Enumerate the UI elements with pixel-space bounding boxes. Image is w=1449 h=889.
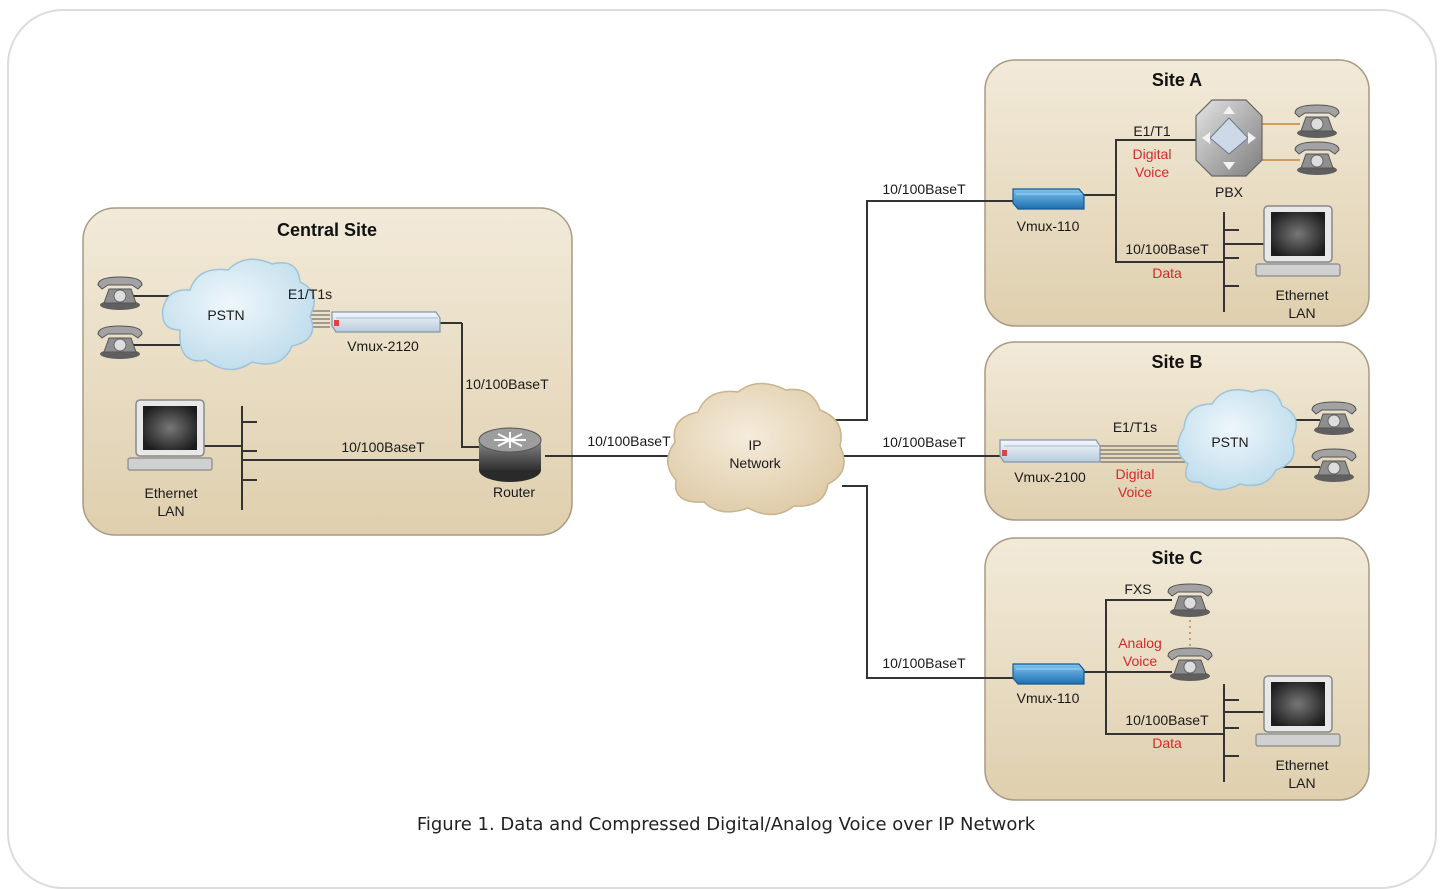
site-a-voice-label-1: Digital bbox=[1133, 146, 1172, 162]
site-c-uplink-label: 10/100BaseT bbox=[882, 655, 966, 671]
wan-links bbox=[545, 200, 1013, 679]
site-b-voice-label-2: Voice bbox=[1118, 484, 1152, 500]
site-c-lan-label-2: LAN bbox=[1288, 775, 1315, 791]
site-c-vmux-label: Vmux-110 bbox=[1017, 690, 1080, 706]
ip-network-cloud bbox=[667, 382, 845, 516]
site-b-e1t1s-label: E1/T1s bbox=[1113, 419, 1157, 435]
central-pc-icon bbox=[127, 399, 213, 471]
pbx-label: PBX bbox=[1215, 184, 1244, 200]
site-b-pstn-cloud bbox=[1177, 389, 1297, 491]
central-uplink-label: 10/100BaseT bbox=[465, 376, 549, 392]
site-c-links bbox=[1083, 599, 1264, 782]
router-icon bbox=[478, 427, 542, 482]
site-c-voice-label-1: Analog bbox=[1118, 635, 1162, 651]
router-ip-link-label: 10/100BaseT bbox=[587, 433, 671, 449]
site-c-lan-label-1: Ethernet bbox=[1276, 757, 1329, 773]
ip-network-label-1: IP bbox=[748, 437, 761, 453]
site-a-data-link-label: 10/100BaseT bbox=[1125, 241, 1209, 257]
site-a-voice-label-2: Voice bbox=[1135, 164, 1169, 180]
site-a-pc-icon bbox=[1255, 205, 1341, 277]
site-b-voice-label-1: Digital bbox=[1116, 466, 1155, 482]
site-a-lan-label-2: LAN bbox=[1288, 305, 1315, 321]
site-c-data-label: Data bbox=[1152, 735, 1182, 751]
site-a-lan-label-1: Ethernet bbox=[1276, 287, 1329, 303]
central-pstn-label: PSTN bbox=[207, 307, 244, 323]
site-a-uplink-label: 10/100BaseT bbox=[882, 181, 966, 197]
ip-network-label-2: Network bbox=[729, 455, 781, 471]
site-c-voice-label-2: Voice bbox=[1123, 653, 1157, 669]
site-a-data-label: Data bbox=[1152, 265, 1182, 281]
site-b-pstn-label: PSTN bbox=[1211, 434, 1248, 450]
central-site-title: Central Site bbox=[277, 220, 377, 240]
site-b-e1-bundle bbox=[1100, 445, 1188, 463]
vmux-110-site-c-icon bbox=[1012, 663, 1085, 685]
vmux-110-site-a-icon bbox=[1012, 188, 1085, 210]
central-pstn-cloud bbox=[161, 258, 315, 371]
pbx-icon bbox=[1195, 99, 1263, 177]
central-lan-link-label: 10/100BaseT bbox=[341, 439, 425, 455]
central-vmux-label: Vmux-2120 bbox=[347, 338, 419, 354]
site-a-title: Site A bbox=[1152, 70, 1202, 90]
central-links bbox=[122, 295, 482, 510]
central-e1t1s-label: E1/T1s bbox=[288, 286, 332, 302]
site-c-title: Site C bbox=[1151, 548, 1202, 568]
site-c-data-link-label: 10/100BaseT bbox=[1125, 712, 1209, 728]
central-lan-label-1: Ethernet bbox=[145, 485, 198, 501]
site-a-phone-links bbox=[1258, 123, 1300, 161]
site-b-uplink-label: 10/100BaseT bbox=[882, 434, 966, 450]
figure-caption: Figure 1. Data and Compressed Digital/An… bbox=[416, 814, 1036, 835]
router-label: Router bbox=[493, 484, 535, 500]
central-lan-label-2: LAN bbox=[157, 503, 184, 519]
site-c-pc-icon bbox=[1255, 675, 1341, 747]
site-a-e1t1-label: E1/T1 bbox=[1133, 123, 1171, 139]
vmux-2120-icon bbox=[331, 311, 441, 333]
site-a-vmux-label: Vmux-110 bbox=[1017, 218, 1080, 234]
site-b-title: Site B bbox=[1151, 352, 1202, 372]
vmux-2100-icon bbox=[999, 439, 1101, 463]
site-c-fxs-label: FXS bbox=[1124, 581, 1151, 597]
site-a-links bbox=[1083, 139, 1264, 312]
site-b-vmux-label: Vmux-2100 bbox=[1014, 469, 1086, 485]
